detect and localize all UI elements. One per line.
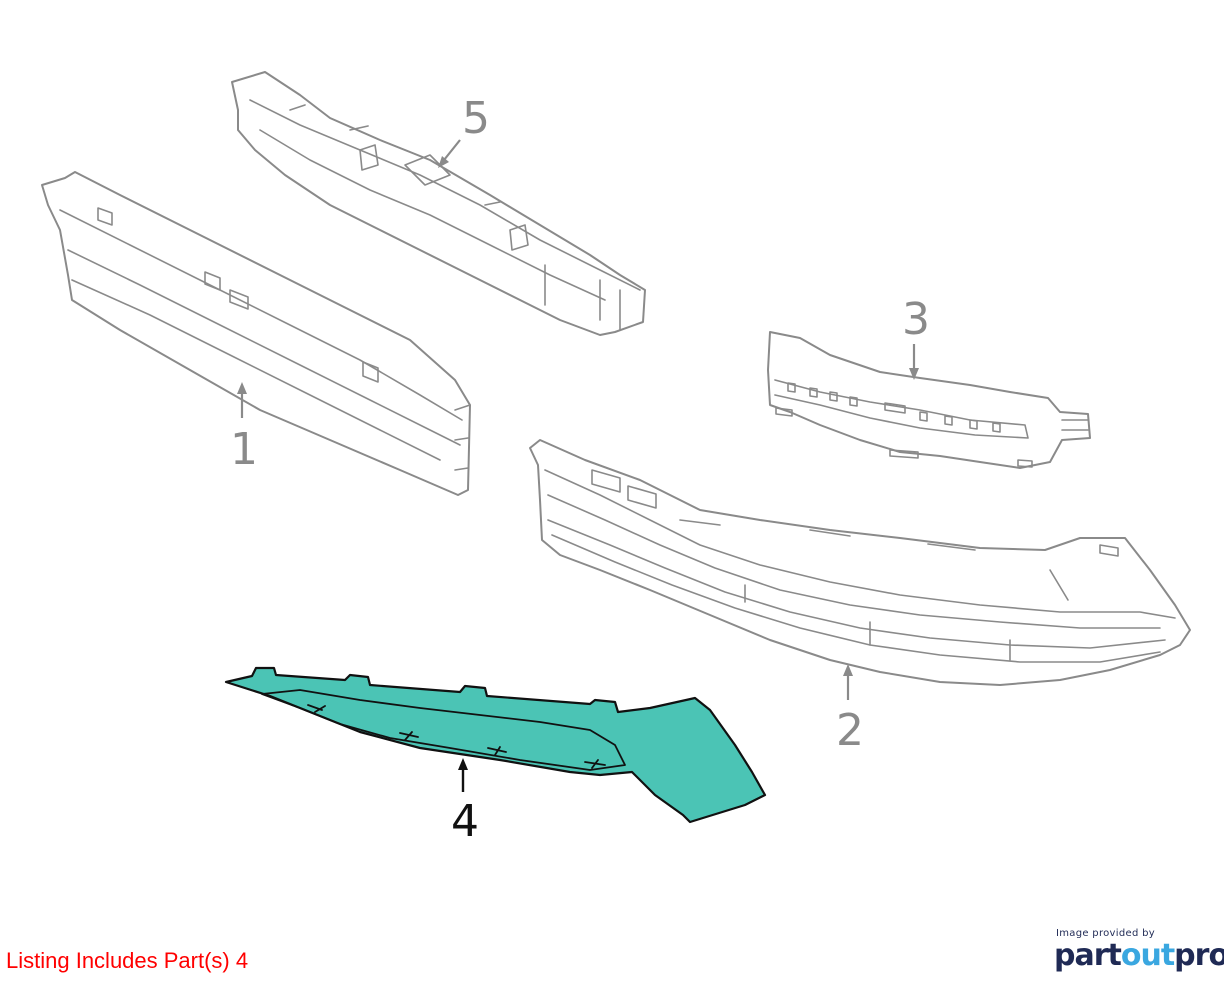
- logo-text-out: out: [1120, 938, 1175, 973]
- part-1-grille-frame[interactable]: [41, 171, 471, 496]
- listing-includes-note: Listing Includes Part(s) 4: [6, 948, 249, 973]
- callout-1: 1: [230, 424, 258, 475]
- callout-4: 4: [451, 796, 479, 847]
- callout-2: 2: [836, 705, 864, 756]
- part-4-lower-trim-highlighted[interactable]: [224, 666, 767, 824]
- partoutpro-logo: partoutpro: [1054, 938, 1224, 973]
- logo-text-part: part: [1054, 938, 1122, 973]
- callout-5: 5: [462, 93, 490, 144]
- logo-text-pro: pro: [1174, 938, 1224, 973]
- brand-caption: Image provided by: [1056, 928, 1155, 939]
- leader-arrows: [237, 139, 919, 792]
- part-5-reinforcement[interactable]: [231, 71, 646, 336]
- part-2-lower-grille[interactable]: [529, 439, 1191, 686]
- callout-3: 3: [902, 294, 930, 345]
- partoutpro-brand: Image provided by partoutpro: [1050, 928, 1224, 973]
- part-3-trim-strip[interactable]: [767, 331, 1091, 469]
